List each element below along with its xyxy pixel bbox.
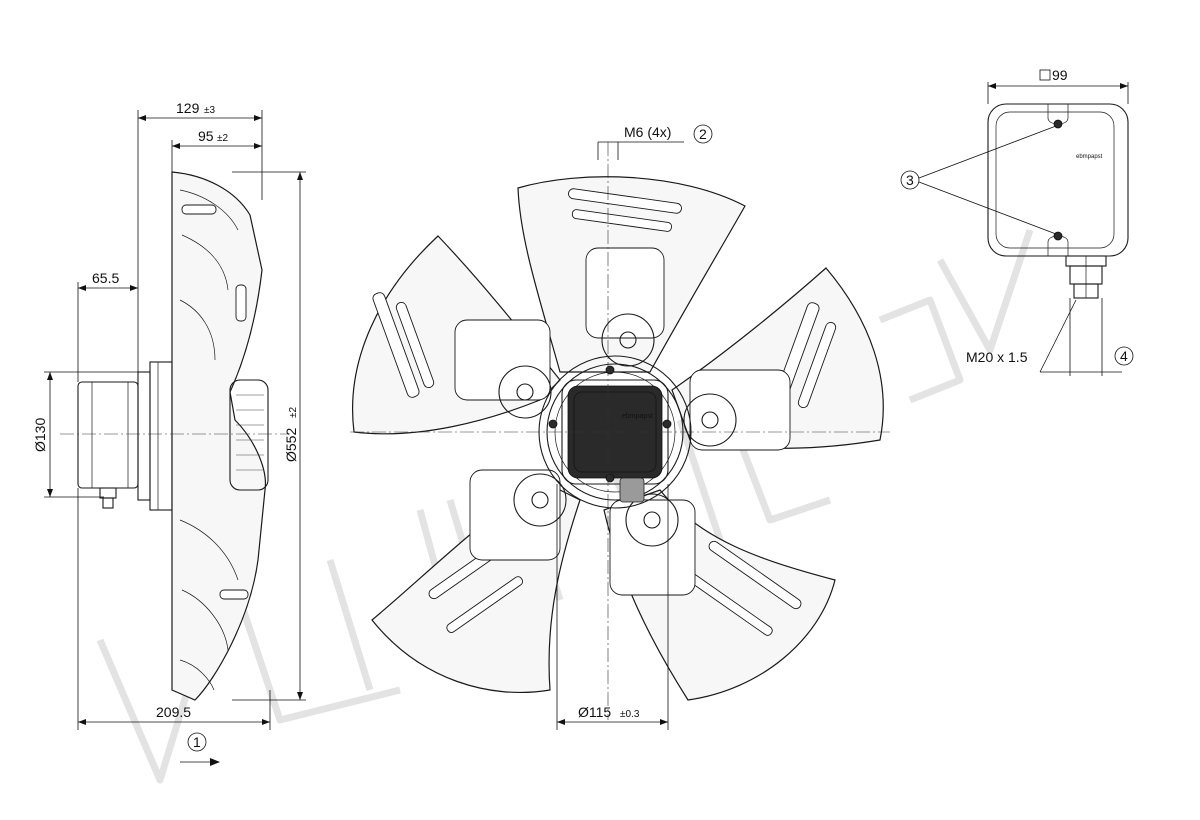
mount-hole [662,419,672,429]
terminal-box-view: ebmpapst 99 3 M20 x 1.5 4 [900,67,1134,376]
mount-hole [605,473,615,483]
hub-gland [619,477,645,503]
motor-housing [77,381,139,489]
dim-gland-thread: M20 x 1.5 [966,349,1028,365]
dim-overall-depth: 129 [176,100,200,116]
callout-3-label: 3 [906,172,914,188]
dim-blade-depth-tol: ±2 [217,133,228,144]
blade-profile [171,171,267,701]
callout-2 [693,124,713,144]
square-symbol-icon [1039,69,1051,81]
dim-mount-thread: M6 (4x) [624,124,671,140]
side-view: 129 ±3 95 ±2 65.5 Ø130 Ø552 ±2 [32,100,306,766]
dim-blade-depth: 95 [198,128,214,144]
terminal-box [987,103,1129,257]
callout-4 [1114,346,1134,366]
rotor-hub [149,361,173,511]
box-screw [1053,231,1063,241]
arrow-right-icon [180,758,220,766]
dim-hub-bolt-circle: Ø115 [578,704,611,720]
callout-1 [187,732,207,752]
motor-flange [137,371,151,501]
cable-gland [99,487,117,499]
callout-1-label: 1 [193,734,201,750]
mount-hole [605,365,615,375]
callout-2-label: 2 [699,126,707,142]
dim-overall-depth-tol: ±3 [204,105,215,116]
hub-ribs [229,379,269,491]
blade-details [372,188,837,636]
dim-hub-bolt-circle-tol: ±0.3 [620,709,640,720]
hub-brand: ebmpapst [622,413,653,420]
dim-fan-diameter-tol: ±2 [288,407,299,418]
dim-base-length: 209.5 [156,704,191,720]
mount-hole [548,419,558,429]
callout-4-label: 4 [1120,348,1128,364]
front-view: ebmpapst M6 (4x) 2 Ø115 ±0.3 [350,124,890,730]
box-brand: ebmpapst [1076,154,1103,160]
box-screw [1053,119,1063,129]
dim-fan-diameter: Ø552 [283,428,299,462]
dim-motor-diameter: Ø130 [32,418,48,452]
dim-box-size: 99 [1052,67,1068,83]
callout-3 [900,170,920,190]
dim-motor-offset: 65.5 [92,270,119,286]
